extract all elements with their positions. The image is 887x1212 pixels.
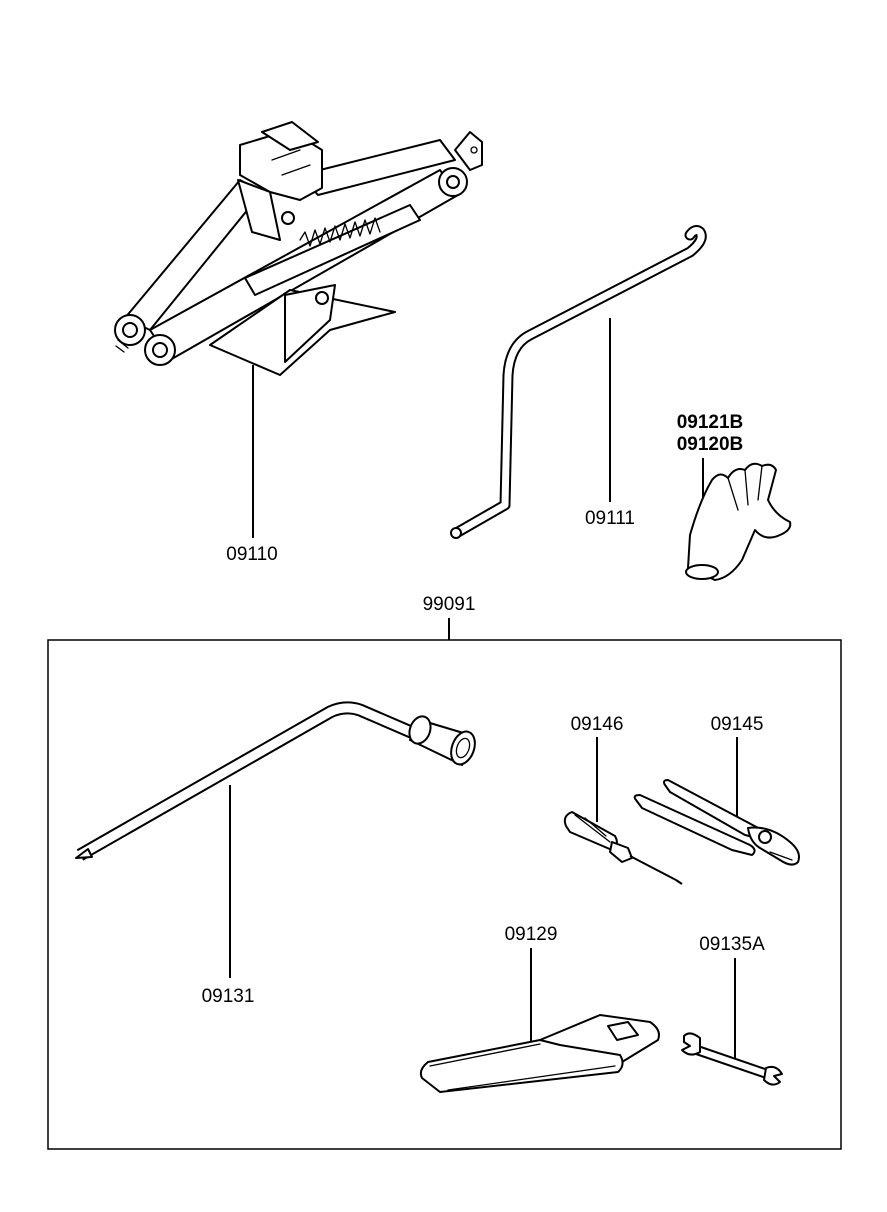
glove-part-number-1: 09121B xyxy=(677,412,744,433)
jack-handle-part-number: 09111 xyxy=(585,508,635,529)
jack-drawing xyxy=(114,121,483,376)
tool-kit-box xyxy=(47,639,842,1150)
wheel-wrench-part-number: 09131 xyxy=(202,986,255,1007)
spanner-drawing xyxy=(681,1032,783,1086)
glove-drawing xyxy=(685,462,792,581)
screwdriver-part-number: 09146 xyxy=(571,714,624,735)
jack-part-number: 09110 xyxy=(226,544,277,565)
glove-part-number-2: 09120B xyxy=(677,434,744,455)
screwdriver-drawing xyxy=(563,811,683,885)
tool-kit-part-number: 99091 xyxy=(423,594,476,615)
jack-handle-drawing xyxy=(450,225,707,539)
pliers-drawing xyxy=(633,779,800,866)
pliers-part-number: 09145 xyxy=(711,714,764,735)
tool-bag-drawing xyxy=(419,1014,660,1093)
wheel-wrench-drawing xyxy=(75,701,476,861)
spanner-part-number: 09135A xyxy=(699,934,765,955)
tool-bag-part-number: 09129 xyxy=(505,924,558,945)
